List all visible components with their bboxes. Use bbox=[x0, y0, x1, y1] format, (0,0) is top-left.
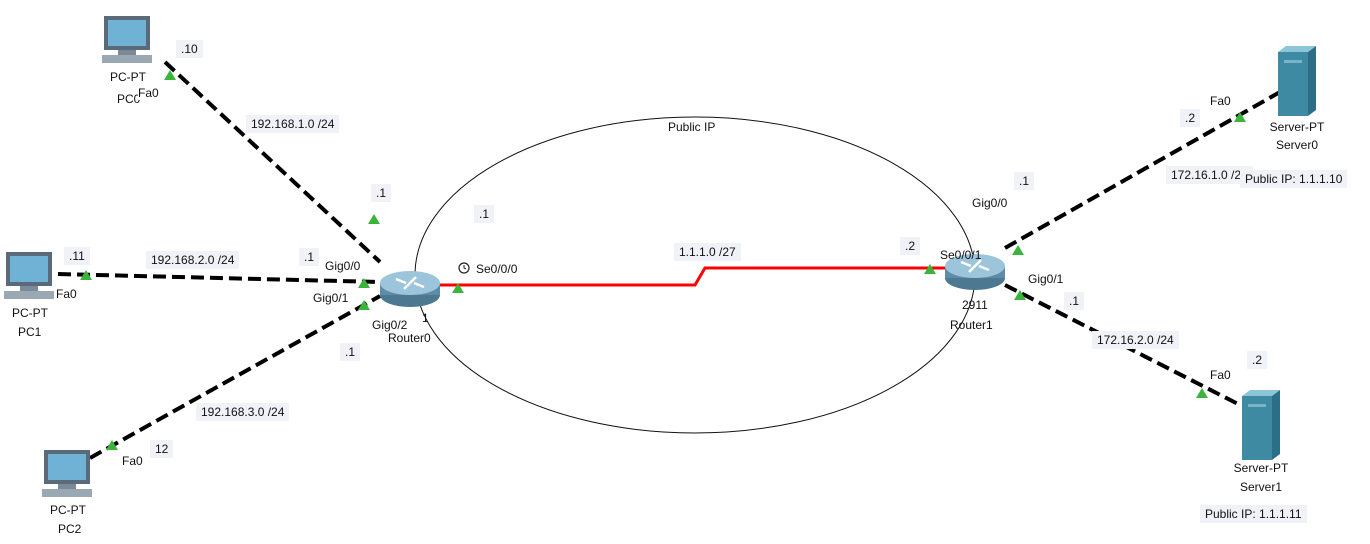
link-pc2-router0[interactable] bbox=[89, 294, 381, 460]
pc0-model-label: PC-PT bbox=[110, 70, 146, 84]
server1-name-label: Server1 bbox=[1239, 480, 1283, 494]
router1-gig01-address: .1 bbox=[1064, 292, 1085, 310]
pc2-host-address: 12 bbox=[150, 440, 174, 458]
router0-port-label: Gig0/0 bbox=[325, 259, 361, 273]
pc1-port-label: Fa0 bbox=[56, 287, 77, 301]
region-label: Public IP bbox=[668, 120, 716, 134]
pc0-host-address: .10 bbox=[176, 40, 203, 58]
router1-model-label: 2911 bbox=[962, 298, 988, 312]
router0-port-label: Gig0/2 bbox=[372, 318, 408, 332]
router1-serial-address: .2 bbox=[900, 237, 921, 255]
clock-icon bbox=[458, 262, 470, 274]
router0-name-label: Router0 bbox=[388, 331, 431, 345]
network-label: 172.16.1.0 /24 bbox=[1166, 166, 1253, 184]
router0-gig01-address: .1 bbox=[299, 248, 320, 266]
server0-port-label: Fa0 bbox=[1210, 94, 1231, 108]
router1-port-label: Se0/0/1 bbox=[940, 248, 982, 262]
link-router1-server1[interactable] bbox=[1004, 283, 1241, 407]
port-up-icon bbox=[1014, 290, 1026, 300]
server1-icon[interactable] bbox=[1242, 390, 1280, 460]
pc1-host-address: .11 bbox=[64, 247, 90, 265]
serial-link-router0-router1[interactable] bbox=[440, 266, 960, 287]
server1-model-label: Server-PT bbox=[1233, 461, 1289, 475]
router1-port-label: Gig0/1 bbox=[1028, 272, 1064, 286]
port-up-icon bbox=[1234, 112, 1246, 122]
port-status-indicators bbox=[80, 70, 1246, 450]
port-up-icon bbox=[368, 214, 380, 224]
server0-name-label: Server0 bbox=[1275, 138, 1319, 152]
pc1-computer-icon[interactable] bbox=[4, 252, 54, 299]
port-up-icon bbox=[452, 283, 464, 293]
router0-icon[interactable] bbox=[380, 271, 440, 307]
pc2-port-label: Fa0 bbox=[122, 454, 143, 468]
router0-gig00-address: .1 bbox=[371, 184, 392, 202]
pc0-computer-icon[interactable] bbox=[102, 16, 152, 63]
pc0-port-label: Fa0 bbox=[138, 86, 159, 100]
link-pc0-router0[interactable] bbox=[163, 60, 382, 264]
network-label: 192.168.3.0 /24 bbox=[196, 403, 290, 421]
port-up-icon bbox=[358, 300, 370, 310]
server0-public-ip: Public IP: 1.1.1.10 bbox=[1240, 170, 1348, 188]
port-up-icon bbox=[80, 270, 92, 280]
router1-name-label: Router1 bbox=[950, 318, 993, 332]
pc1-name-label: PC1 bbox=[18, 325, 42, 339]
server1-host-address: .2 bbox=[1247, 351, 1268, 369]
network-label: 192.168.1.0 /24 bbox=[246, 115, 340, 133]
pc2-model-label: PC-PT bbox=[50, 503, 86, 517]
router0-port-label: Gig0/1 bbox=[313, 291, 349, 305]
network-label: 1.1.1.0 /27 bbox=[674, 243, 741, 261]
port-up-icon bbox=[106, 440, 118, 450]
router0-gig02-address: .1 bbox=[340, 343, 361, 361]
network-label: 172.16.2.0 /24 bbox=[1092, 331, 1179, 349]
server0-icon[interactable] bbox=[1278, 46, 1316, 116]
port-up-icon bbox=[924, 264, 936, 274]
router0-model-label: 1 bbox=[422, 311, 429, 325]
network-label: 192.168.2.0 /24 bbox=[146, 251, 240, 269]
router1-port-label: Gig0/0 bbox=[972, 196, 1008, 210]
link-router1-server0[interactable] bbox=[1004, 90, 1281, 250]
server0-model-label: Server-PT bbox=[1269, 120, 1325, 134]
port-up-icon bbox=[1012, 245, 1024, 255]
pc2-name-label: PC2 bbox=[58, 522, 82, 536]
port-up-icon bbox=[358, 278, 370, 288]
router1-gig00-address: .1 bbox=[1014, 172, 1035, 190]
server1-public-ip: Public IP: 1.1.1.11 bbox=[1200, 505, 1307, 523]
router0-port-label: Se0/0/0 bbox=[476, 262, 518, 276]
link-pc1-router0[interactable] bbox=[57, 272, 381, 284]
server0-host-address: .2 bbox=[1180, 109, 1201, 127]
router0-serial-address: .1 bbox=[474, 205, 495, 223]
pc2-computer-icon[interactable] bbox=[42, 450, 92, 497]
port-up-icon bbox=[1196, 388, 1208, 398]
server1-port-label: Fa0 bbox=[1210, 368, 1231, 382]
pc0-name-label: PC0 bbox=[117, 92, 141, 106]
router1-icon[interactable] bbox=[945, 254, 1005, 290]
port-up-icon bbox=[164, 70, 176, 80]
pc1-model-label: PC-PT bbox=[12, 306, 48, 320]
